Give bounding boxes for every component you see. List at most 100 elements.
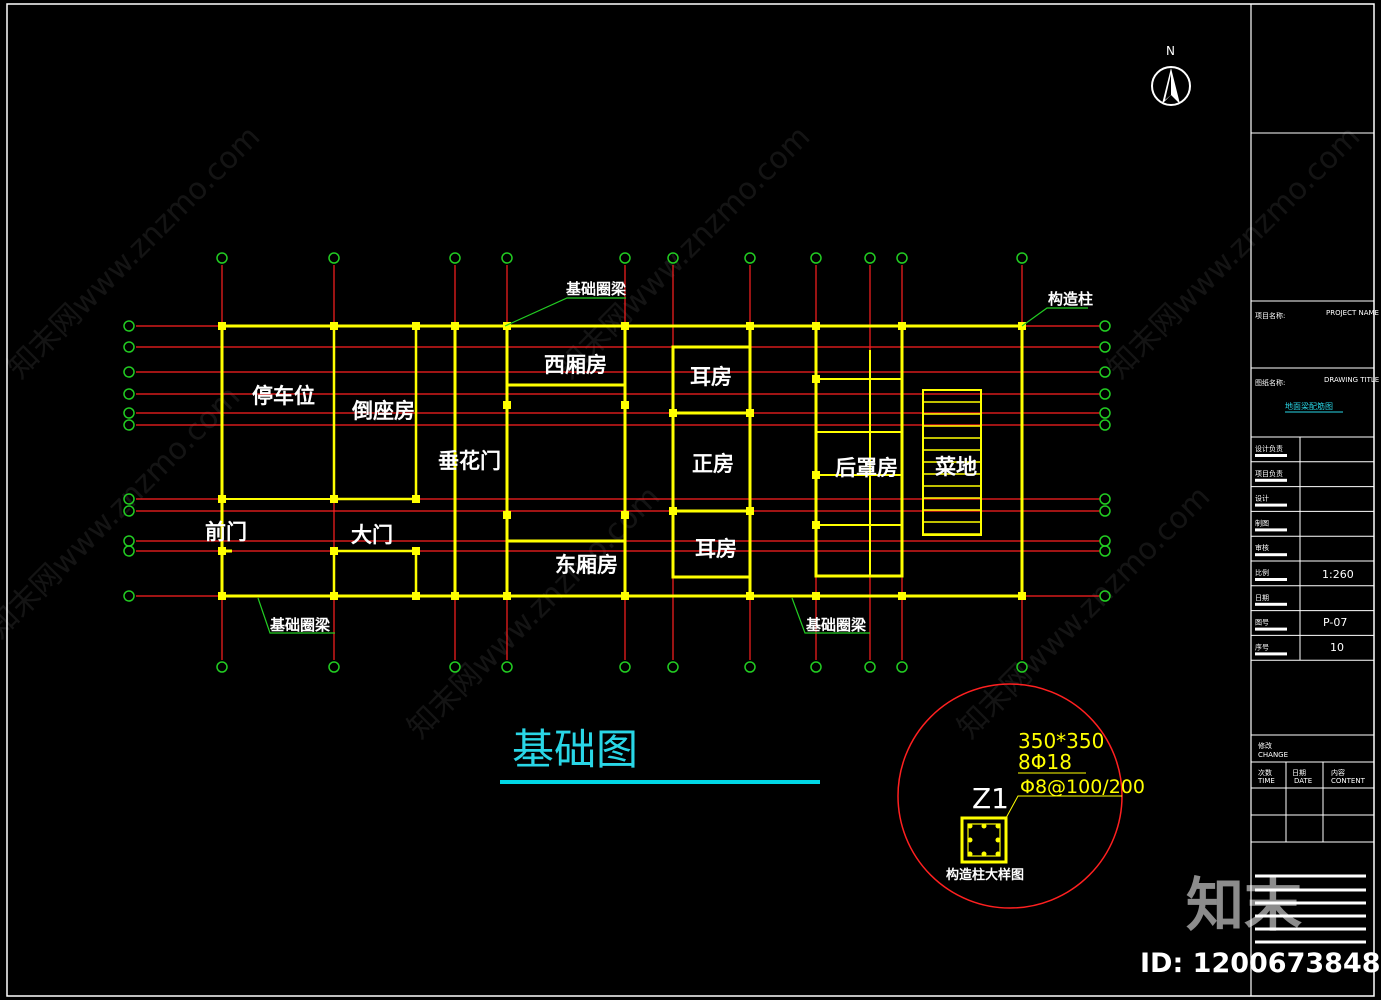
grid-bubble <box>619 252 631 264</box>
room-label-dongxiang: 东厢房 <box>555 553 618 577</box>
tb-row-label: 比例 <box>1255 568 1269 577</box>
grid-bubble <box>896 252 908 264</box>
rebar-dots <box>967 823 1001 857</box>
grid-bubble <box>501 661 513 673</box>
annotation-column: 构造柱 <box>1048 290 1093 308</box>
column-markers <box>218 322 1026 600</box>
grid-bubble <box>328 252 340 264</box>
tb-row-signature-bar <box>1255 553 1287 557</box>
tb-sheet-no: 10 <box>1330 641 1344 654</box>
tb-row-signature-bar <box>1255 627 1287 631</box>
column-marker <box>898 592 906 600</box>
column-marker <box>218 592 226 600</box>
column-marker <box>812 521 820 529</box>
tb-scale: 1:260 <box>1322 568 1354 581</box>
grid-bubble <box>123 320 135 332</box>
grid-bubble <box>123 366 135 378</box>
column-marker <box>503 511 511 519</box>
tb-project-label-en: PROJECT NAME <box>1326 309 1379 317</box>
tb-col-time-en: TIME <box>1257 777 1275 785</box>
tb-row-label: 图号 <box>1255 619 1269 627</box>
room-label-erfang-top: 耳房 <box>690 365 732 389</box>
watermark-site-text: 知末网www.znzmo.com <box>1101 119 1367 385</box>
grid-bubble <box>810 252 822 264</box>
grid-bubble <box>1099 341 1111 353</box>
tb-drawing-no: P-07 <box>1323 616 1347 629</box>
north-label: N <box>1166 44 1175 58</box>
grid-bubble <box>864 661 876 673</box>
tb-row-signature-bar <box>1255 602 1287 606</box>
damen-walls <box>332 549 418 598</box>
annotation-beam-bottom-left: 基础圈梁 <box>269 616 331 634</box>
tb-change-label-en: CHANGE <box>1258 751 1288 759</box>
watermark-diagonals: 知末网www.znzmo.com 知末网www.znzmo.com 知末网www… <box>0 119 1367 745</box>
grid-bubble <box>1099 419 1111 431</box>
column-marker <box>503 592 511 600</box>
column-marker <box>330 547 338 555</box>
grid-bubble <box>1099 366 1111 378</box>
column-marker <box>412 322 420 330</box>
grid-bubble <box>123 407 135 419</box>
grid-bubble <box>744 252 756 264</box>
grid-bubble <box>216 252 228 264</box>
column-marker <box>746 409 754 417</box>
detail-size: 350*350 <box>1018 729 1104 753</box>
tb-row-signature-bar <box>1255 454 1287 457</box>
grid-bubble <box>1099 493 1111 505</box>
tb-col-time: 次数 <box>1258 768 1272 777</box>
tb-row-label: 项目负责 <box>1255 469 1283 478</box>
tb-row-label: 设计 <box>1255 494 1269 503</box>
tb-drawing-label-en: DRAWING TITLE <box>1324 376 1379 384</box>
grid-bubble <box>123 341 135 353</box>
grid-bubble <box>216 661 228 673</box>
tb-drawing-name: 地面梁配筋图 <box>1285 401 1333 411</box>
tb-change-label: 修改 <box>1258 741 1272 750</box>
column-marker <box>621 322 629 330</box>
column-marker <box>503 401 511 409</box>
grid-bubble <box>896 661 908 673</box>
column-detail-callout: Z1 350*350 8Φ18 Φ8@100/200 构造柱大样图 <box>897 683 1145 909</box>
grid-bubble <box>810 661 822 673</box>
room-label-caidi: 菜地 <box>934 455 977 479</box>
tb-drawing-label: 图纸名称: <box>1255 378 1285 387</box>
watermark-site-text: 知末网www.znzmo.com <box>951 479 1217 745</box>
grid-bubble <box>449 661 461 673</box>
tb-col-date-en: DATE <box>1294 777 1312 785</box>
title-block <box>1251 132 1374 843</box>
room-label-xixiang: 西厢房 <box>544 353 607 377</box>
column-marker <box>503 322 511 330</box>
grid-bubble <box>1099 505 1111 517</box>
tb-row-signature-bar <box>1255 652 1287 656</box>
grid-bubble <box>1016 661 1028 673</box>
grid-bubble <box>123 493 135 505</box>
room-label-parking: 停车位 <box>252 384 315 408</box>
column-marker <box>812 592 820 600</box>
tb-row-label: 审核 <box>1255 543 1269 552</box>
tb-row-signature-bar <box>1255 578 1287 581</box>
grid-bubble <box>864 252 876 264</box>
tb-row-signature-bar <box>1255 478 1287 482</box>
watermark-logo: 知末 <box>1186 871 1302 939</box>
column-marker <box>669 507 677 515</box>
annotation-leaders <box>257 297 1088 634</box>
detail-leader <box>1005 795 1122 819</box>
leader-column <box>1021 307 1088 327</box>
detail-caption: 构造柱大样图 <box>946 867 1024 883</box>
tb-row-signature-bar <box>1255 503 1287 507</box>
room-label-zhengfang: 正房 <box>692 452 734 476</box>
north-arrow-icon: N <box>1151 44 1191 106</box>
column-marker <box>451 592 459 600</box>
detail-tag: Z1 <box>972 782 1009 815</box>
room-label-daozuo: 倒座房 <box>351 399 415 423</box>
grid-bubble <box>1099 407 1111 419</box>
grid-bubble <box>449 252 461 264</box>
column-marker <box>218 547 226 555</box>
column-marker <box>746 507 754 515</box>
column-marker <box>898 322 906 330</box>
column-marker <box>746 322 754 330</box>
stamp-bars <box>1255 874 1366 944</box>
column-marker <box>621 511 629 519</box>
grid-bubble <box>744 661 756 673</box>
